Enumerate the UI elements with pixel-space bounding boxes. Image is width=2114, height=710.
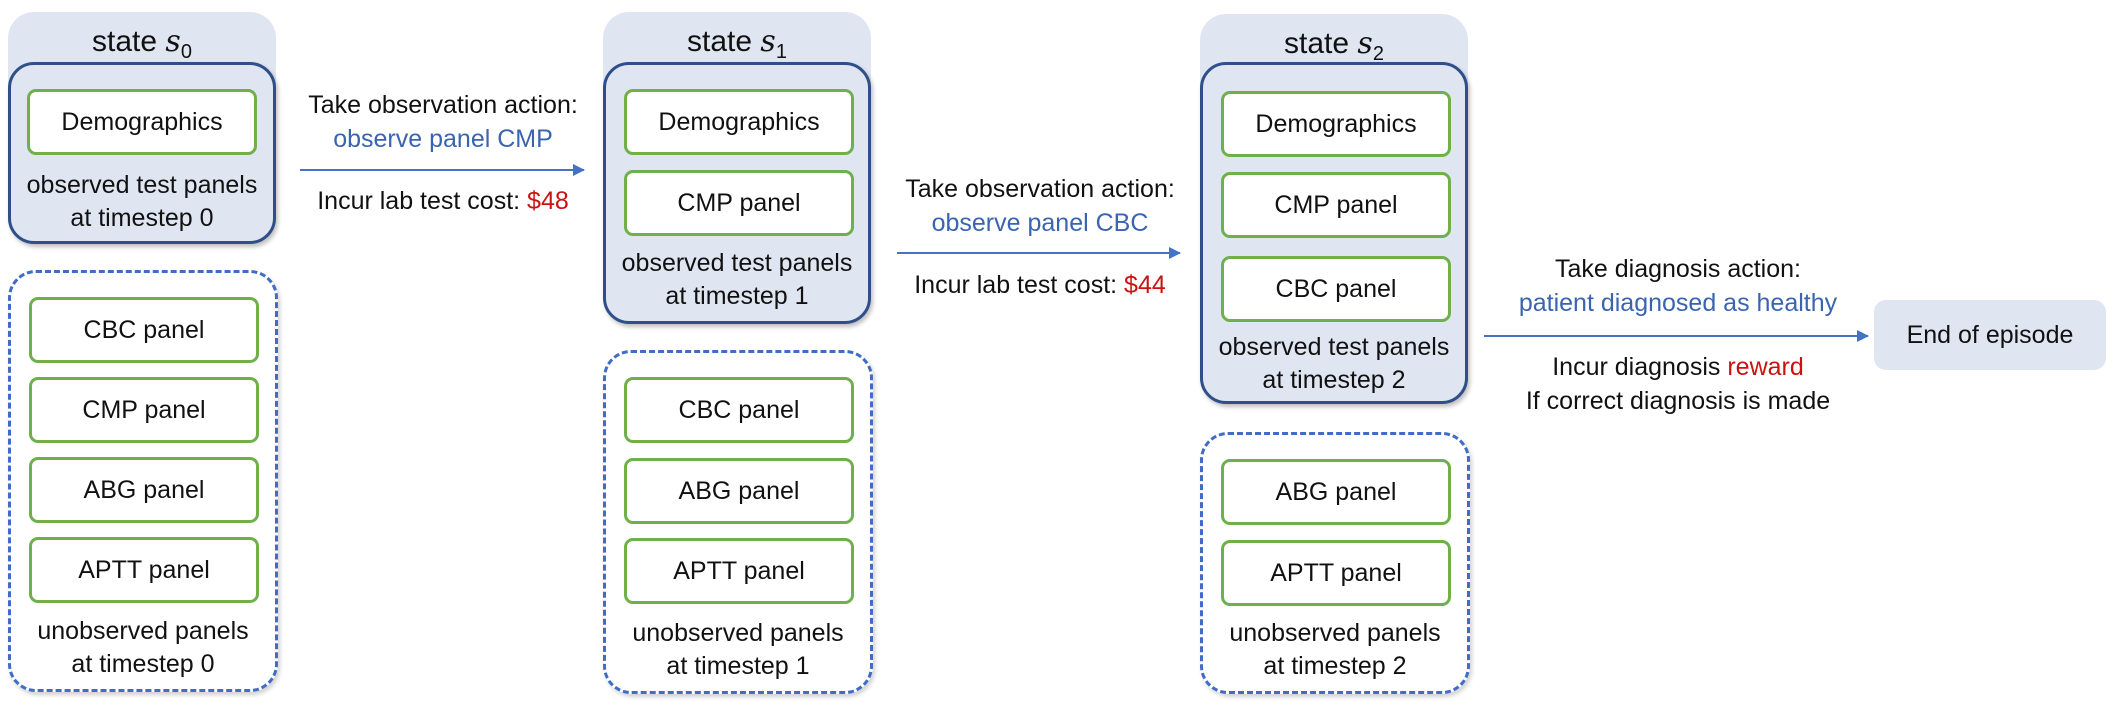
panel-aptt: APTT panel bbox=[29, 537, 259, 603]
panel-abg: ABG panel bbox=[29, 457, 259, 523]
unobserved-caption: unobserved panels at timestep 2 bbox=[1229, 619, 1441, 680]
panel-cbc: CBC panel bbox=[624, 377, 854, 443]
transition-2-reward: Incur diagnosis reward If correct diagno… bbox=[1525, 353, 1831, 415]
end-of-episode-box: End of episode bbox=[1874, 300, 2106, 370]
observed-caption: observed test panels at timestep 2 bbox=[1218, 333, 1450, 394]
panel-abg: ABG panel bbox=[624, 458, 854, 524]
state-0-unobserved-box: CBC panel CMP panel ABG panel APTT panel… bbox=[8, 270, 278, 692]
state-0-observed-box: Demographics observed test panels at tim… bbox=[8, 62, 276, 244]
unobserved-caption: unobserved panels at timestep 1 bbox=[632, 619, 844, 680]
panel-cbc: CBC panel bbox=[1221, 256, 1451, 322]
state-2-observed-box: Demographics CMP panel CBC panel observe… bbox=[1200, 62, 1468, 404]
state-1-observed-box: Demographics CMP panel observed test pan… bbox=[603, 62, 871, 324]
panel-cmp: CMP panel bbox=[624, 170, 854, 236]
transition-1-cost: Incur lab test cost: $44 bbox=[914, 271, 1166, 299]
observed-caption: observed test panels at timestep 0 bbox=[26, 171, 258, 232]
panel-aptt: APTT panel bbox=[624, 538, 854, 604]
panel-demographics: Demographics bbox=[1221, 91, 1451, 157]
transition-0-action: Take observation action: observe panel C… bbox=[308, 91, 578, 153]
transition-2-action: Take diagnosis action: patient diagnosed… bbox=[1518, 255, 1838, 317]
panel-cbc: CBC panel bbox=[29, 297, 259, 363]
state-1-unobserved-box: CBC panel ABG panel APTT panel unobserve… bbox=[603, 350, 873, 694]
panel-demographics: Demographics bbox=[27, 89, 257, 155]
observed-caption: observed test panels at timestep 1 bbox=[621, 249, 853, 310]
panel-cmp: CMP panel bbox=[1221, 172, 1451, 238]
state-2-title: state s2 bbox=[1284, 26, 1384, 65]
panel-aptt: APTT panel bbox=[1221, 540, 1451, 606]
transition-0-cost: Incur lab test cost: $48 bbox=[317, 187, 569, 215]
unobserved-caption: unobserved panels at timestep 0 bbox=[37, 617, 249, 678]
panel-cmp: CMP panel bbox=[29, 377, 259, 443]
panel-abg: ABG panel bbox=[1221, 459, 1451, 525]
state-2-unobserved-box: ABG panel APTT panel unobserved panels a… bbox=[1200, 432, 1470, 694]
state-1-title: state s1 bbox=[687, 24, 787, 63]
panel-demographics: Demographics bbox=[624, 89, 854, 155]
state-0-title: state s0 bbox=[92, 24, 192, 63]
transition-1-action: Take observation action: observe panel C… bbox=[905, 175, 1175, 237]
